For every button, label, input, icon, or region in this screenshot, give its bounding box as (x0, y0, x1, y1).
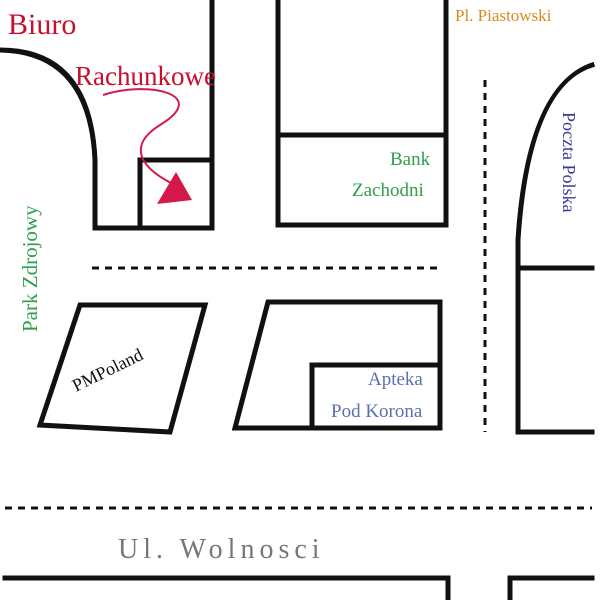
pmpoland-label: PMPoland (69, 344, 146, 395)
bank-label-line2: Zachodni (352, 180, 424, 201)
pharmacy-label-line2: Pod Korona (331, 401, 423, 422)
arrow-head-icon (157, 172, 192, 204)
office-label-line2: Rachunkowe (75, 61, 216, 91)
street-edge-right (507, 575, 595, 600)
street-label: Ul. Wolnosci (118, 534, 325, 565)
bank-block-outline (275, 0, 449, 228)
bank-label-line1: Bank (390, 149, 431, 170)
street-edge-left (2, 575, 451, 600)
post-office-label: Poczta Polska (559, 112, 579, 213)
square-label: Pl. Piastowski (455, 6, 552, 25)
arrow-curve (102, 88, 183, 189)
office-label-line1: Biuro (8, 8, 76, 41)
pharmacy-label-line1: Apteka (368, 369, 423, 390)
park-label: Park Zdrojowy (18, 205, 42, 332)
pmpoland-block-outline (36, 302, 209, 435)
post-office-block-outline (515, 61, 596, 435)
pharmacy-building-outline (309, 362, 443, 431)
office-block-outline (0, 0, 215, 231)
pharmacy-block-outline (231, 299, 443, 431)
